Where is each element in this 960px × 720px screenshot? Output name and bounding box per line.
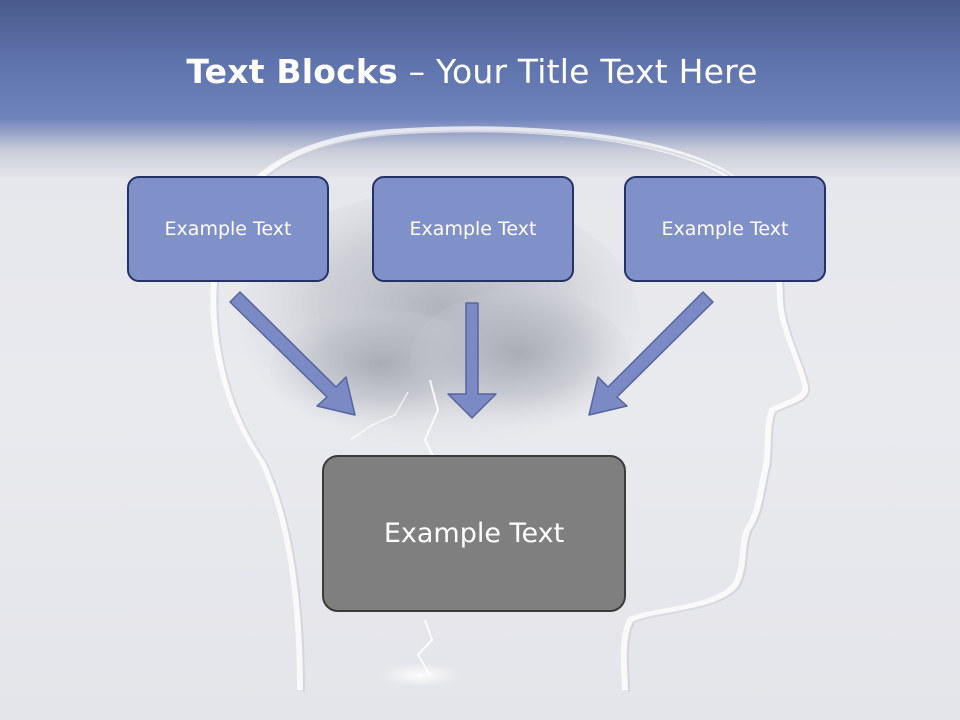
text-block-1[interactable]: Example Text [127,176,329,282]
text-block-2[interactable]: Example Text [372,176,574,282]
text-block-main[interactable]: Example Text [322,455,626,612]
slide-title: Text Blocks – Your Title Text Here [0,52,944,91]
title-rest-part: – Your Title Text Here [408,52,758,91]
text-block-3[interactable]: Example Text [624,176,826,282]
text-block-3-label: Example Text [661,218,789,240]
text-block-2-label: Example Text [409,218,537,240]
text-block-1-label: Example Text [164,218,292,240]
text-block-main-label: Example Text [383,518,565,549]
title-bold-part: Text Blocks [186,52,398,91]
